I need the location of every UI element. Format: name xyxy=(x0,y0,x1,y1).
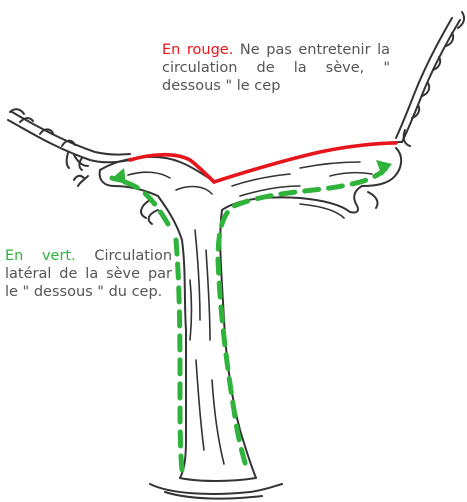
green-annotation-lead: En vert. xyxy=(5,248,76,264)
red-annotation-lead: En rouge. xyxy=(162,42,233,58)
red-annotation: En rouge. Ne pas entretenir la circulati… xyxy=(162,41,390,95)
left-cane xyxy=(8,109,130,186)
right-cane xyxy=(396,12,464,146)
green-annotation: En vert. Circulation latéral de la sève … xyxy=(5,247,172,301)
